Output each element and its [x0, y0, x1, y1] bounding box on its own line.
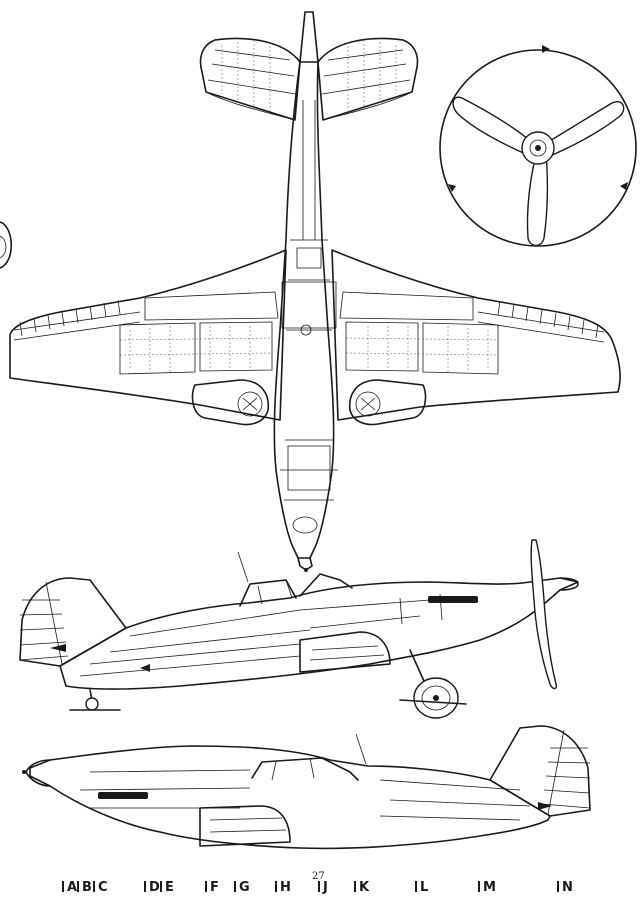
- profile1-canopy: [240, 574, 352, 606]
- profile2-fuselage: [30, 746, 550, 848]
- station-label-l: L: [415, 880, 429, 895]
- station-label-g: G: [234, 880, 250, 895]
- propeller-blades: [453, 97, 624, 245]
- profile2-canopy: [252, 758, 358, 780]
- station-label-a: A: [62, 880, 78, 895]
- plan-left-wing: [10, 250, 286, 420]
- station-label-k: K: [354, 880, 370, 895]
- profile1-propeller: [531, 540, 556, 689]
- profile2-fin: [490, 726, 590, 816]
- page-number: 27: [312, 871, 325, 882]
- profile1-fuselage: [60, 578, 578, 689]
- plan-right-wing: [332, 250, 620, 420]
- station-label-c: C: [93, 880, 108, 895]
- partial-detail-fragment: [0, 222, 11, 268]
- station-label-n: N: [557, 880, 573, 895]
- station-label-h: H: [275, 880, 291, 895]
- side-profile-right: [20, 540, 578, 718]
- station-label-j: J: [318, 880, 328, 895]
- side-profile-left: [22, 726, 590, 848]
- station-label-f: F: [205, 880, 219, 895]
- profile1-fin: [20, 578, 126, 666]
- plan-tailplane: [201, 38, 300, 120]
- station-label-m: M: [478, 880, 496, 895]
- propeller-view: [440, 45, 636, 246]
- station-label-e: E: [160, 880, 174, 895]
- plan-view: [10, 12, 620, 572]
- station-label-b: B: [77, 880, 92, 895]
- station-label-d: D: [144, 880, 160, 895]
